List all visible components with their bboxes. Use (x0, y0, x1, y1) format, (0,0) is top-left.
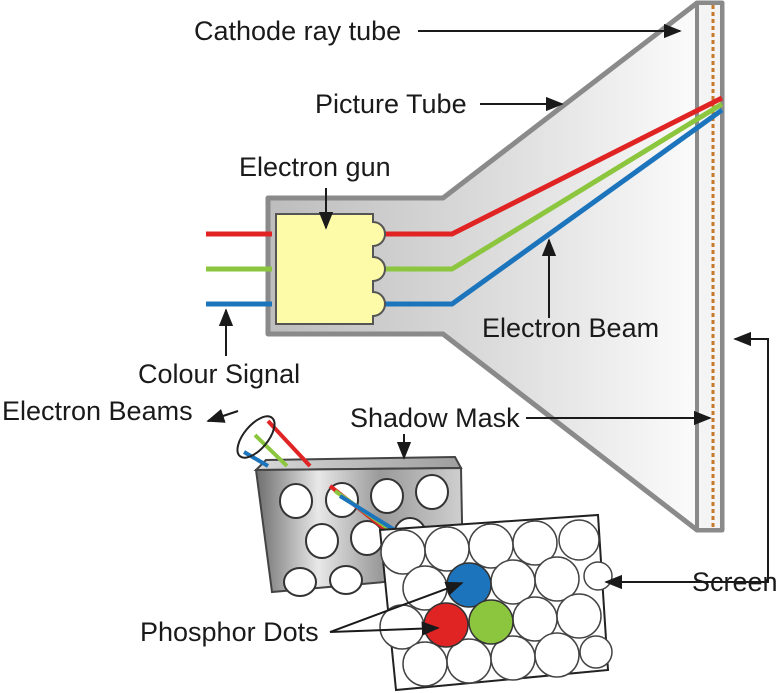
label-shadow-mask: Shadow Mask (350, 403, 520, 433)
label-picture-tube: Picture Tube (315, 89, 467, 119)
label-electron-beam: Electron Beam (482, 313, 659, 343)
leader-arrows (206, 23, 769, 636)
label-cathode-ray-tube: Cathode ray tube (194, 16, 401, 46)
screen-face (695, 1, 724, 532)
electron-gun (275, 213, 386, 325)
beam-bundle-ring (236, 415, 276, 459)
label-phosphor-dots: Phosphor Dots (140, 617, 319, 647)
label-electron-gun: Electron gun (239, 152, 391, 182)
labels: Cathode ray tube Picture Tube Electron g… (2, 16, 777, 647)
red-phosphor-dot (423, 602, 469, 648)
cathode-ray-tube (265, 0, 725, 533)
label-screen: Screen (692, 567, 777, 597)
colour-signal-lines (206, 231, 272, 307)
electron-beams-in-tube (385, 95, 724, 307)
label-colour-signal: Colour Signal (138, 359, 300, 389)
phosphor-screen-panel (378, 513, 613, 692)
green-phosphor-dot (468, 599, 514, 645)
label-electron-beams: Electron Beams (2, 396, 193, 426)
